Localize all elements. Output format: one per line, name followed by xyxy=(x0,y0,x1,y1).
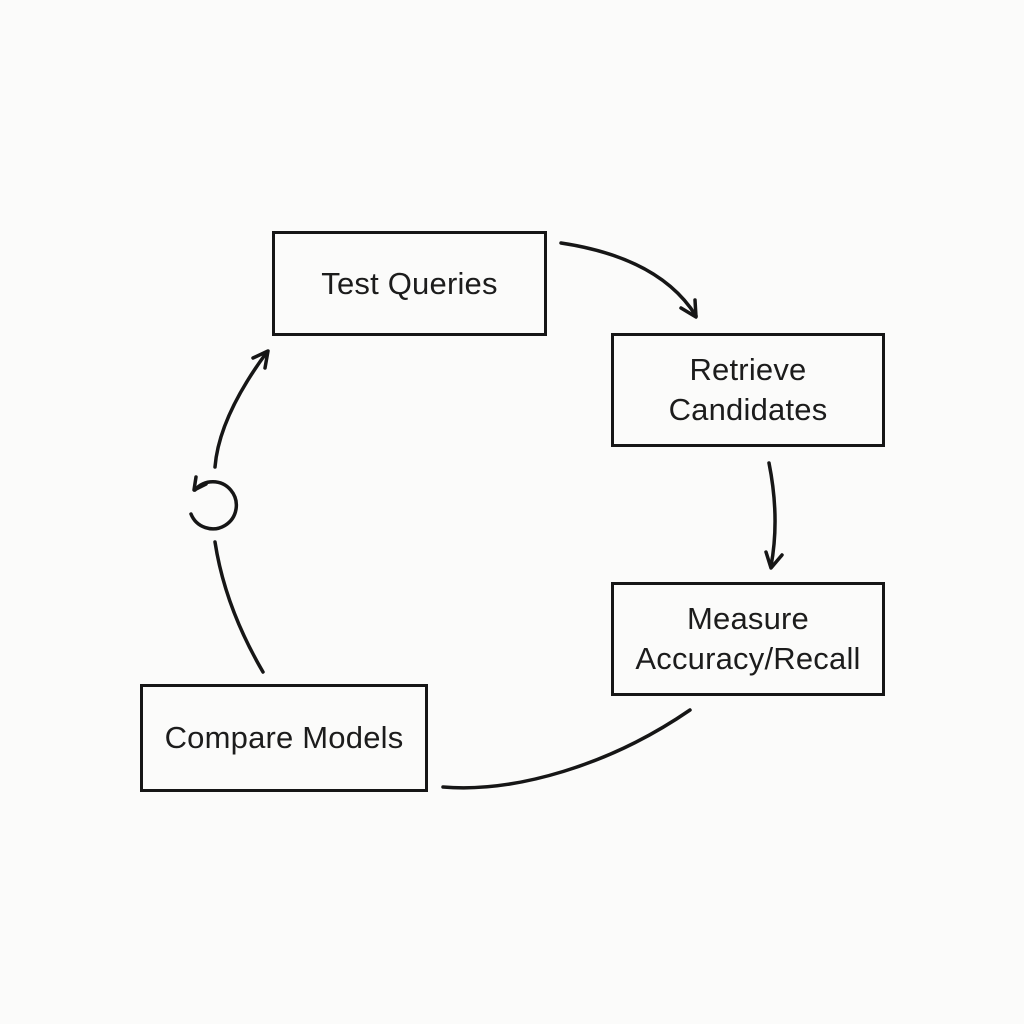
node-compare-models: Compare Models xyxy=(140,684,428,792)
arrowhead-measure xyxy=(764,550,784,570)
node-compare-models-label: Compare Models xyxy=(164,720,404,755)
node-retrieve-candidates-label-line1: Retrieve xyxy=(689,352,807,387)
arrowhead-test-queries xyxy=(251,349,270,370)
edge-retrieve-candidates-to-measure xyxy=(767,461,777,568)
edge-measure-to-compare-models xyxy=(441,708,692,790)
node-retrieve-candidates-label-line2: Candidates xyxy=(668,392,828,427)
edge-cycle-icon-to-test-queries xyxy=(213,350,269,469)
cycle-arrow-icon-arrowhead xyxy=(192,475,208,492)
edge-compare-models-to-cycle-icon xyxy=(213,540,265,674)
node-test-queries: Test Queries xyxy=(272,231,547,336)
cycle-arrow-icon xyxy=(189,475,239,531)
node-test-queries-label: Test Queries xyxy=(321,265,498,301)
node-measure-accuracy-recall: Measure Accuracy/Recall xyxy=(611,582,885,696)
cycle-arrow-icon-circle xyxy=(189,480,239,531)
node-measure-label-line1: Measure xyxy=(686,601,809,636)
node-retrieve-candidates: Retrieve Candidates xyxy=(611,333,885,447)
node-measure-label-line2: Accuracy/Recall xyxy=(635,641,861,676)
arrowhead-retrieve-candidates xyxy=(679,298,698,319)
edge-test-queries-to-retrieve-candidates xyxy=(559,241,698,318)
